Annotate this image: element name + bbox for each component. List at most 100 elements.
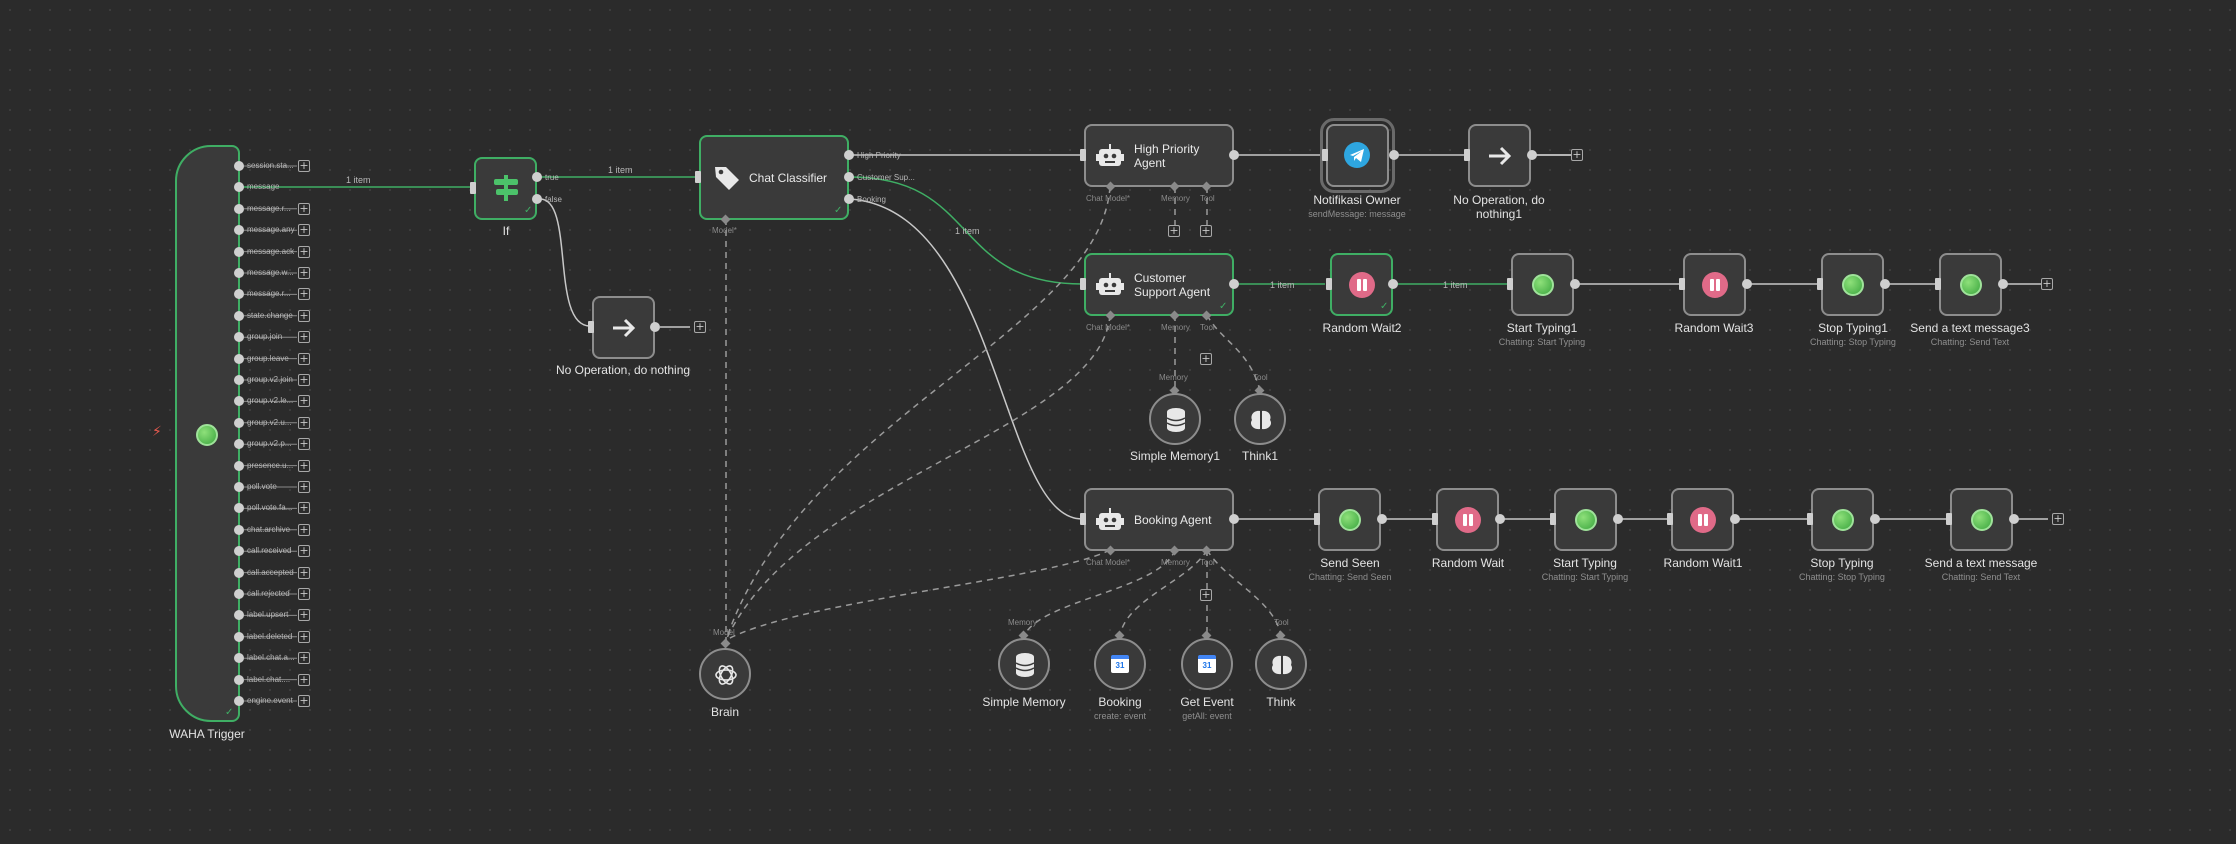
- input-port[interactable]: [1550, 513, 1556, 525]
- output-port[interactable]: [532, 194, 542, 204]
- input-port[interactable]: [1314, 513, 1320, 525]
- simple-memory-node[interactable]: [998, 638, 1050, 690]
- add-node-button[interactable]: +: [298, 308, 310, 322]
- input-port[interactable]: [1817, 278, 1823, 290]
- output-port[interactable]: [234, 353, 244, 364]
- add-node-button[interactable]: +: [1571, 148, 1583, 161]
- add-node-button[interactable]: +: [298, 694, 310, 707]
- output-port[interactable]: [532, 172, 542, 182]
- output-port[interactable]: [1742, 279, 1752, 289]
- output-port[interactable]: [234, 375, 244, 385]
- output-port[interactable]: [1730, 514, 1740, 524]
- input-port[interactable]: [1080, 278, 1086, 290]
- input-port[interactable]: [1507, 278, 1513, 290]
- model-port[interactable]: [720, 638, 731, 649]
- add-node-button[interactable]: +: [298, 223, 310, 237]
- add-node-button[interactable]: +: [298, 201, 310, 215]
- add-node-button[interactable]: +: [298, 287, 310, 301]
- output-port[interactable]: [1229, 514, 1239, 524]
- add-node-button[interactable]: +: [298, 544, 310, 558]
- add-node-button[interactable]: +: [298, 629, 310, 643]
- random-wait-node[interactable]: [1436, 488, 1499, 551]
- stop-typing1-node[interactable]: [1821, 253, 1884, 316]
- input-port[interactable]: [1080, 149, 1086, 161]
- input-port[interactable]: [1946, 513, 1952, 525]
- if-node[interactable]: ✓: [474, 157, 537, 220]
- add-node-button[interactable]: +: [298, 373, 310, 386]
- output-port[interactable]: [234, 589, 244, 599]
- add-node-button[interactable]: +: [298, 480, 310, 493]
- add-tool-button[interactable]: +: [1200, 588, 1212, 601]
- add-node-button[interactable]: +: [694, 320, 706, 333]
- output-port[interactable]: [1229, 150, 1239, 160]
- input-port[interactable]: [1464, 149, 1470, 161]
- output-port[interactable]: [234, 653, 244, 664]
- start-typing-node[interactable]: [1554, 488, 1617, 551]
- output-port[interactable]: [1377, 514, 1387, 524]
- output-port[interactable]: [234, 246, 244, 257]
- output-port[interactable]: [1229, 279, 1239, 289]
- add-node-button[interactable]: +: [298, 608, 310, 622]
- add-node-button[interactable]: +: [298, 244, 310, 258]
- add-node-button[interactable]: +: [298, 672, 310, 686]
- think1-node[interactable]: [1234, 393, 1286, 445]
- chat-classifier-node[interactable]: Chat Classifier ✓: [699, 135, 849, 220]
- stop-typing-node[interactable]: [1811, 488, 1874, 551]
- output-port[interactable]: [234, 482, 244, 492]
- add-node-button[interactable]: +: [298, 522, 310, 536]
- add-node-button[interactable]: +: [298, 458, 310, 472]
- notifikasi-owner-node[interactable]: [1320, 118, 1395, 193]
- get-event-node[interactable]: 31: [1181, 638, 1233, 690]
- output-port[interactable]: [844, 150, 854, 160]
- output-port[interactable]: [234, 546, 244, 557]
- output-port[interactable]: [1527, 150, 1537, 160]
- simple-memory1-node[interactable]: [1149, 393, 1201, 445]
- output-port[interactable]: [234, 524, 244, 535]
- noop-node[interactable]: [592, 296, 655, 359]
- add-node-button[interactable]: +: [298, 651, 310, 665]
- input-port[interactable]: [1935, 278, 1941, 290]
- output-port[interactable]: [234, 439, 244, 450]
- input-port[interactable]: [695, 171, 701, 183]
- add-node-button[interactable]: +: [298, 159, 310, 172]
- random-wait3-node[interactable]: [1683, 253, 1746, 316]
- output-port[interactable]: [234, 332, 244, 343]
- output-port[interactable]: [234, 610, 244, 621]
- output-port[interactable]: [1389, 150, 1399, 160]
- output-port[interactable]: [234, 417, 244, 428]
- output-port[interactable]: [234, 225, 244, 236]
- output-port[interactable]: [234, 289, 244, 300]
- input-port[interactable]: [588, 321, 594, 333]
- output-port[interactable]: [1613, 514, 1623, 524]
- output-port[interactable]: [234, 503, 244, 514]
- send-text-message3-node[interactable]: [1939, 253, 2002, 316]
- add-tool-button[interactable]: +: [1200, 224, 1212, 237]
- input-port[interactable]: [1080, 513, 1086, 525]
- input-port[interactable]: [1667, 513, 1673, 525]
- start-typing1-node[interactable]: [1511, 253, 1574, 316]
- output-port[interactable]: [1495, 514, 1505, 524]
- high-priority-agent-node[interactable]: High Priority Agent: [1084, 124, 1234, 187]
- output-port[interactable]: [234, 460, 244, 471]
- output-port[interactable]: [844, 194, 854, 204]
- booking-agent-node[interactable]: Booking Agent: [1084, 488, 1234, 551]
- output-port[interactable]: [234, 203, 244, 214]
- noop1-node[interactable]: [1468, 124, 1531, 187]
- output-port[interactable]: [234, 161, 244, 171]
- add-node-button[interactable]: +: [298, 330, 310, 344]
- add-node-button[interactable]: +: [298, 394, 310, 408]
- random-wait2-node[interactable]: ✓: [1330, 253, 1393, 316]
- add-node-button[interactable]: +: [298, 565, 310, 579]
- output-port[interactable]: [844, 172, 854, 182]
- output-port[interactable]: [234, 674, 244, 685]
- output-port[interactable]: [1998, 279, 2008, 289]
- customer-support-agent-node[interactable]: Customer Support Agent ✓: [1084, 253, 1234, 316]
- add-node-button[interactable]: +: [298, 437, 310, 451]
- output-port[interactable]: [234, 631, 244, 642]
- output-port[interactable]: [1570, 279, 1580, 289]
- output-port[interactable]: [1388, 279, 1398, 289]
- think-node[interactable]: [1255, 638, 1307, 690]
- output-port[interactable]: [2009, 514, 2019, 524]
- add-tool-button[interactable]: +: [1200, 352, 1212, 365]
- send-seen-node[interactable]: [1318, 488, 1381, 551]
